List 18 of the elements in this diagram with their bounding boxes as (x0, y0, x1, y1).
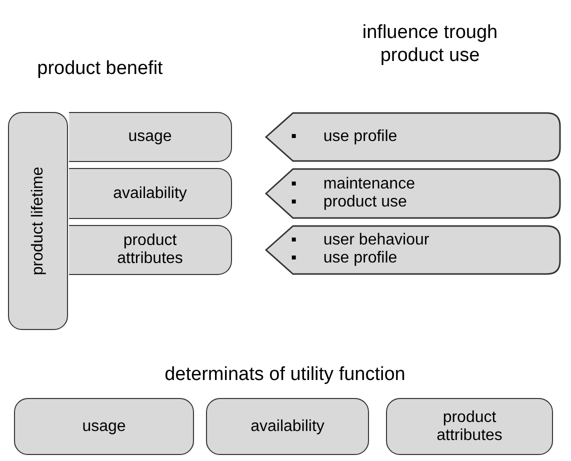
heading: determinats of utility function (164, 364, 406, 387)
determinant-box: usage (14, 398, 194, 455)
chevron-box (265, 225, 561, 275)
bullet-item: ▪ user behaviour (291, 232, 430, 250)
heading: product benefit (36, 58, 164, 81)
benefit-box: availability (69, 168, 232, 219)
chevron-box (265, 112, 561, 162)
heading: influence trough product use (361, 22, 499, 68)
determinant-box: availability (206, 398, 369, 455)
lifetime-bar: product lifetime (8, 112, 68, 330)
benefit-box: usage (69, 112, 232, 162)
bullet-item: ▪ use profile (291, 128, 398, 146)
bullet-item: ▪ maintenance (291, 175, 415, 194)
bullet-item: ▪ use profile (291, 250, 398, 268)
chevron-box (265, 168, 561, 219)
benefit-box: product attributes (69, 225, 232, 275)
bullet-item: ▪ product use (291, 194, 408, 212)
determinant-box: product attributes (386, 398, 553, 455)
